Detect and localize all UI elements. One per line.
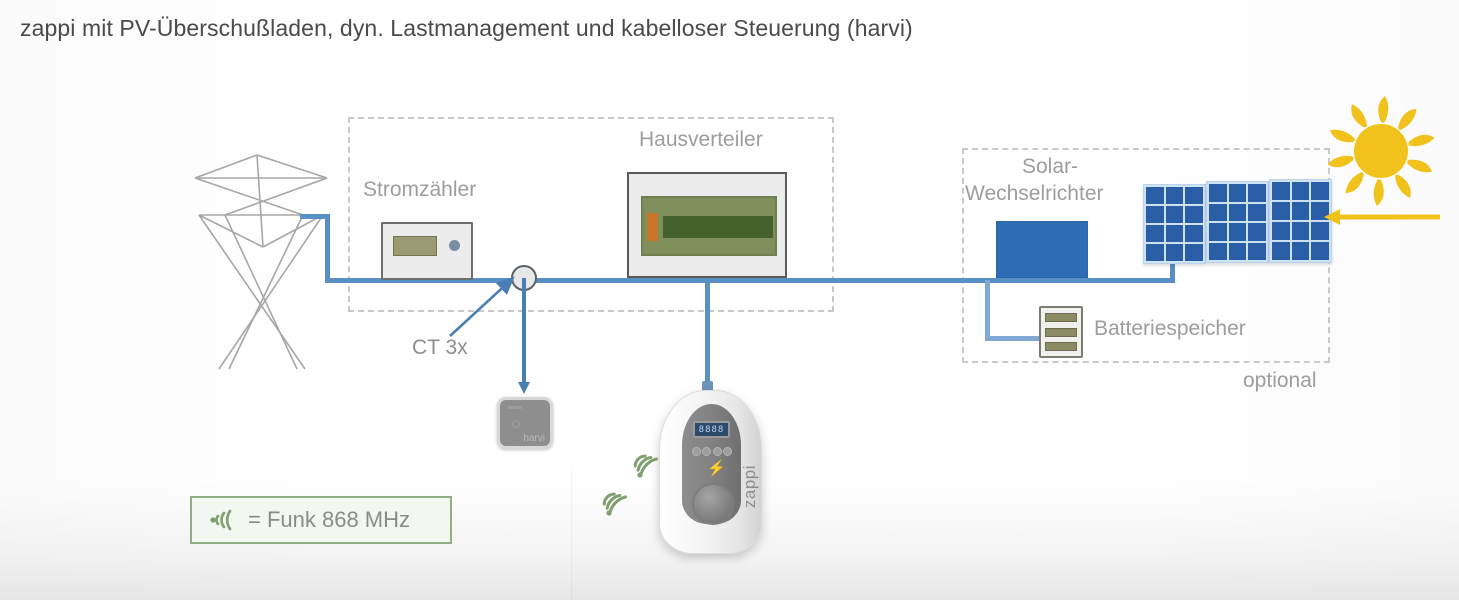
group-box-stromzaehler (348, 117, 834, 312)
consumer-unit (627, 172, 787, 278)
pv-cell (1228, 184, 1247, 202)
zappi-button-row[interactable] (692, 447, 732, 456)
wire-ct-to-harvi (516, 278, 534, 396)
zappi-brand-label: zappi (740, 465, 759, 509)
rf-wave-lower-icon (600, 487, 634, 521)
pv-cell (1146, 225, 1164, 242)
group-label-solar-line2: Wechselrichter (965, 182, 1104, 205)
harvi-led-icon (508, 406, 522, 409)
wire-battery-branch-vertical (985, 280, 990, 340)
ct-arrow (448, 270, 528, 340)
lightning-bolt-icon: ⚡ (707, 460, 726, 477)
pv-cell (1228, 223, 1247, 241)
pv-cell (1272, 222, 1290, 240)
pv-cell (1185, 187, 1203, 204)
consumer-unit-panel (641, 196, 777, 256)
zappi-charging-socket[interactable] (692, 483, 734, 525)
pv-cell (1165, 225, 1184, 242)
pv-cell (1291, 182, 1310, 200)
pv-cell (1272, 242, 1290, 260)
pv-cell (1228, 203, 1247, 221)
pv-cell (1165, 206, 1184, 223)
pv-cell (1248, 242, 1266, 260)
pv-cell (1291, 222, 1310, 240)
pv-cell (1228, 242, 1247, 260)
pv-cell (1165, 187, 1184, 204)
pv-cell (1146, 187, 1164, 204)
wire-cu-to-zappi (705, 278, 710, 400)
consumer-unit-breaker (647, 213, 658, 241)
pv-cell (1165, 244, 1184, 261)
solar-panel-3 (1269, 179, 1332, 263)
zappi-charger[interactable]: 8888 ⚡ zappi (659, 390, 762, 554)
battery-cell-3 (1045, 342, 1077, 351)
pv-cell (1185, 206, 1203, 223)
electricity-meter (381, 222, 473, 280)
pv-cell (1185, 244, 1203, 261)
harvi-status-icon (512, 420, 520, 428)
wire-pylon-arm (300, 214, 330, 219)
battery-label: Batteriespeicher (1094, 317, 1246, 340)
battery-cell-2 (1045, 327, 1077, 337)
group-label-stromzaehler: Stromzähler (363, 178, 477, 201)
pv-cell (1209, 223, 1227, 241)
battery-storage (1039, 306, 1083, 358)
sun-icon (1326, 96, 1436, 206)
transmission-pylon-icon (185, 154, 345, 370)
pv-cell (1311, 182, 1329, 200)
pv-cell (1291, 202, 1310, 220)
pv-cell (1311, 202, 1329, 220)
pv-cell (1248, 223, 1266, 241)
group-label-solar-line1: Solar- (1022, 155, 1079, 178)
wire-pv-drop (1170, 262, 1175, 282)
zappi-display: 8888 (693, 421, 730, 438)
harvi-device[interactable]: harvi (497, 397, 553, 449)
pv-cell (1209, 184, 1227, 202)
meter-lcd-display (393, 236, 437, 256)
wire-pylon-drop (325, 214, 330, 278)
zappi-button-4[interactable] (722, 447, 732, 456)
pv-cell (1248, 203, 1266, 221)
pv-cell (1311, 242, 1329, 260)
pv-cell (1248, 184, 1266, 202)
wire-battery-branch-horizontal (985, 336, 1045, 341)
page-title: zappi mit PV-Überschußladen, dyn. Lastma… (20, 15, 913, 41)
meter-indicator-dot (449, 240, 460, 251)
rf-legend-box: = Funk 868 MHz (190, 496, 452, 544)
pv-cell (1146, 244, 1164, 261)
harvi-brand-label: harvi (523, 433, 545, 444)
rf-legend-text: = Funk 868 MHz (248, 507, 411, 532)
wifi-waves-icon (208, 507, 238, 533)
pv-cell (1272, 182, 1290, 200)
pv-cell (1311, 222, 1329, 240)
zappi-cable-entry (702, 381, 713, 395)
pv-cell (1209, 242, 1227, 260)
pv-cell (1272, 202, 1290, 220)
solar-panel-2 (1206, 181, 1269, 263)
ct-label: CT 3x (412, 336, 468, 359)
frame-seam (571, 466, 572, 600)
zappi-button-1[interactable] (692, 447, 701, 456)
pv-cell (1146, 206, 1164, 223)
zappi-button-2[interactable] (702, 447, 712, 456)
solar-panel-1 (1143, 184, 1206, 264)
pv-cell (1185, 225, 1203, 242)
pv-cell (1291, 242, 1310, 260)
group-label-optional: optional (1243, 369, 1317, 392)
zappi-button-3[interactable] (712, 447, 722, 456)
battery-cell-1 (1045, 313, 1077, 322)
consumer-unit-busbar (663, 216, 773, 238)
sunlight-arrow-icon (1322, 206, 1442, 230)
wire-main-bus (325, 278, 1175, 283)
rf-wave-upper-icon (631, 449, 665, 483)
pv-cell (1209, 203, 1227, 221)
group-label-hausverteiler: Hausverteiler (639, 128, 763, 151)
solar-inverter (996, 221, 1088, 278)
